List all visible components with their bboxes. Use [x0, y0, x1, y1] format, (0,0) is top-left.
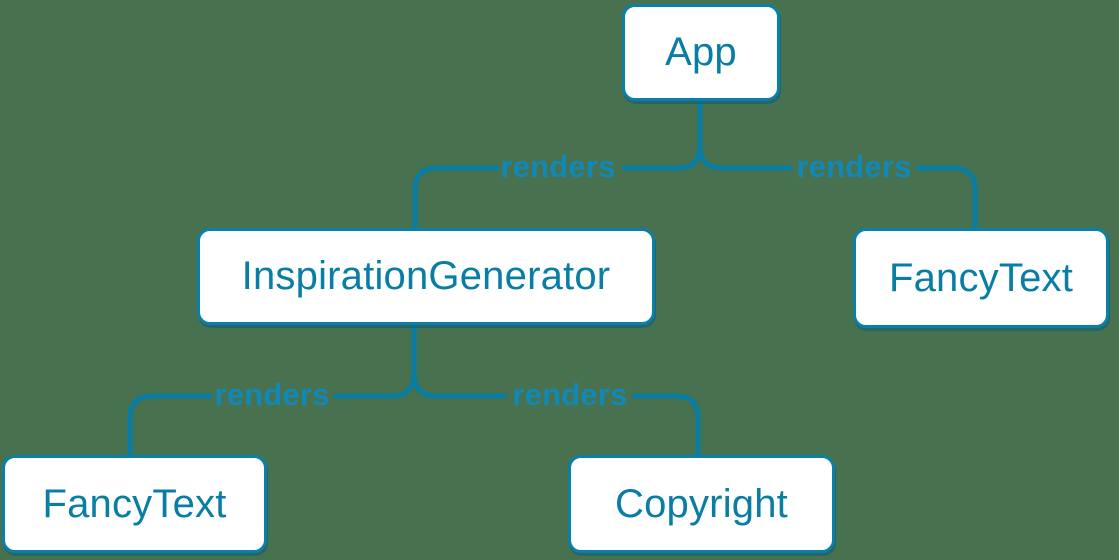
edge-label-inspiration-generator-fancytext: renders — [214, 377, 330, 412]
edge-label-app-fancytext: renders — [796, 149, 912, 184]
node-copyright-label: Copyright — [615, 481, 788, 526]
edge-label-app-inspiration-generator: renders — [500, 149, 616, 184]
node-app: App — [622, 4, 780, 101]
node-fancytext-right: FancyText — [853, 228, 1109, 328]
edge-app-to-fancytext — [697, 143, 978, 231]
node-fancytext-right-label: FancyText — [888, 255, 1074, 300]
node-fancytext-left-label: FancyText — [42, 481, 227, 526]
edge-inspiration-generator-to-copyright — [411, 369, 701, 458]
node-copyright: Copyright — [568, 455, 835, 553]
node-app-label: App — [665, 30, 737, 74]
node-inspiration-generator-label: InspirationGenerator — [241, 254, 611, 298]
node-fancytext-left: FancyText — [2, 455, 267, 553]
edge-label-inspiration-generator-copyright: renders — [512, 377, 628, 412]
node-inspiration-generator: InspirationGenerator — [197, 228, 655, 325]
